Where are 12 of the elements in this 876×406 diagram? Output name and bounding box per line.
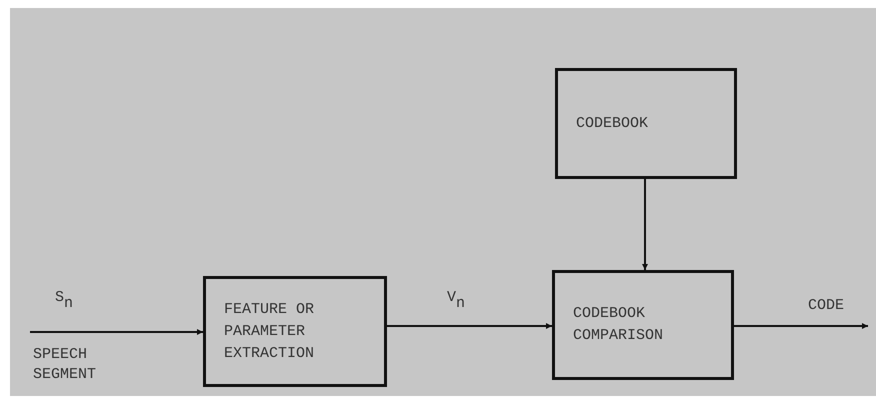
process-box (552, 270, 734, 380)
arrow (387, 323, 552, 329)
process-box (555, 68, 737, 179)
box-label: CODEBOOK (576, 114, 648, 134)
process-box (203, 276, 387, 387)
arrow (734, 323, 868, 329)
arrow (642, 179, 648, 270)
edge-label: CODE (808, 296, 844, 316)
box-label: FEATURE OR PARAMETER EXTRACTION (224, 300, 316, 364)
box-label: CODEBOOK COMPARISON (573, 304, 664, 346)
signal-label: SPEECH SEGMENT (33, 345, 98, 385)
arrow (30, 329, 203, 335)
